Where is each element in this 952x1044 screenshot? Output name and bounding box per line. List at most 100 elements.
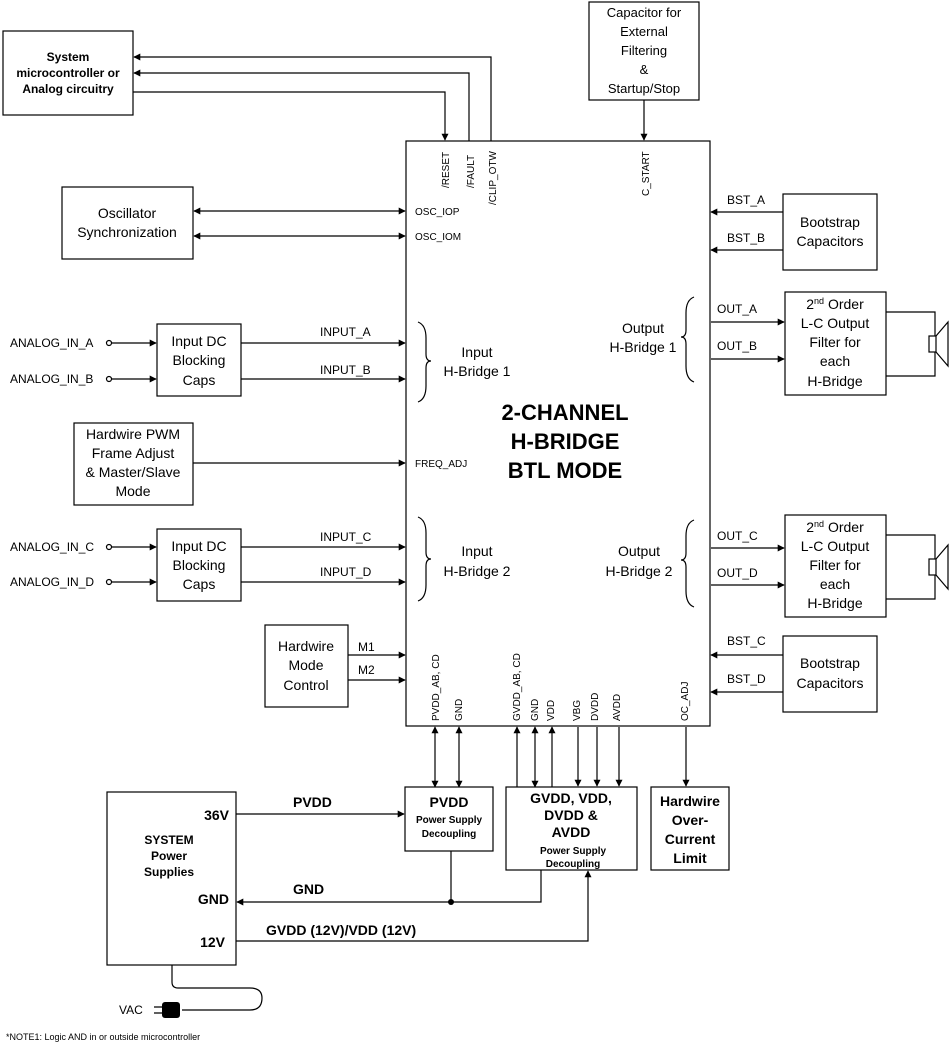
label-bst-c: BST_C — [727, 634, 766, 648]
lc-filter-top-line1: 2nd Order — [806, 296, 864, 312]
input-hb2-line1: Input — [461, 543, 492, 559]
oscillator-box — [61, 186, 194, 260]
hardwire-mode-line2: Mode — [288, 657, 323, 673]
terminal-analog-in-b — [105, 375, 113, 383]
label-analog-in-a: ANALOG_IN_A — [10, 336, 93, 350]
gvdd-decoupling-sub1: Power Supply — [540, 846, 607, 857]
brace-input-hb2 — [417, 516, 432, 602]
system-mcu-line2: microcontroller or — [16, 66, 120, 80]
bootstrap-top-box — [782, 193, 878, 271]
hardwire-pwm-line3: & Master/Slave — [86, 464, 181, 480]
pin-gvdd-ab-cd: GVDD_AB, CD — [512, 653, 523, 721]
input-hb2-line2: H-Bridge 2 — [444, 563, 511, 579]
capacitor-line4: & — [640, 62, 649, 77]
main-chip-title-2: H-BRIDGE — [511, 429, 620, 454]
brace-input-hb1 — [417, 321, 432, 403]
input-dc-bottom-line3: Caps — [183, 576, 216, 592]
footnote: *NOTE1: Logic AND in or outside microcon… — [6, 1032, 200, 1042]
lc-filter-bottom-box — [784, 514, 887, 618]
label-input-d: INPUT_D — [320, 565, 372, 579]
hardwire-oc-box — [650, 786, 730, 871]
speaker-bottom-cone-icon — [935, 543, 949, 591]
capacitor-line3: Filtering — [621, 43, 667, 58]
pvdd-decoupling-box — [404, 786, 494, 852]
pin-freq-adj: FREQ_ADJ — [415, 459, 467, 470]
bootstrap-top-line1: Bootstrap — [800, 214, 860, 230]
system-power-box — [106, 791, 237, 966]
capacitor-line5: Startup/Stop — [608, 81, 680, 96]
hardwire-oc-line2: Over- — [672, 812, 709, 828]
system-power-line3: Supplies — [144, 865, 194, 879]
label-bst-d: BST_D — [727, 672, 766, 686]
capacitor-line1: Capacitor for — [607, 5, 682, 20]
pin-clip-otw: /CLIP_OTW — [488, 151, 499, 205]
hardwire-oc-line3: Current — [665, 831, 716, 847]
wire-fault — [133, 69, 470, 141]
main-chip-title-1: 2-CHANNEL — [501, 400, 628, 425]
system-mcu-line3: Analog circuitry — [22, 82, 114, 96]
label-gnd-out: GND — [198, 891, 229, 907]
label-vac: VAC — [119, 1003, 143, 1017]
vac-cord — [171, 965, 263, 1011]
brace-output-hb1 — [680, 296, 695, 383]
label-bst-a: BST_A — [727, 193, 765, 207]
plug-prongs-icon — [154, 1006, 162, 1014]
system-mcu-line1: System — [47, 50, 90, 64]
pin-reset: /RESET — [441, 152, 452, 188]
pin-vbg: VBG — [572, 700, 583, 721]
input-hb1-line1: Input — [461, 344, 492, 360]
lc-filter-top-line5: H-Bridge — [807, 373, 862, 389]
terminal-analog-in-c — [105, 543, 113, 551]
bootstrap-bottom-box — [782, 635, 878, 713]
label-m2: M2 — [358, 663, 375, 677]
input-dc-top-line1: Input DC — [171, 333, 226, 349]
label-input-b: INPUT_B — [320, 363, 371, 377]
main-chip-box — [405, 140, 711, 727]
brace-output-hb2 — [680, 519, 695, 608]
input-dc-top-box — [156, 323, 242, 397]
label-36v: 36V — [204, 807, 230, 823]
capacitor-line2: External — [620, 24, 668, 39]
lc-filter-top-line2: L-C Output — [801, 315, 870, 331]
hardwire-oc-line4: Limit — [673, 850, 707, 866]
hardwire-pwm-box — [73, 422, 194, 506]
label-out-d: OUT_D — [717, 566, 758, 580]
output-hb1-line1: Output — [622, 320, 664, 336]
output-hb2-line1: Output — [618, 543, 660, 559]
lc-filter-bottom-line5: H-Bridge — [807, 595, 862, 611]
pvdd-decoupling-sub2: Decoupling — [422, 829, 476, 840]
pin-oc-adj: OC_ADJ — [680, 682, 691, 721]
pin-avdd: AVDD — [612, 694, 623, 721]
output-hb1-line2: H-Bridge 1 — [610, 339, 677, 355]
speaker-bottom-body — [928, 558, 937, 576]
terminal-analog-in-a — [105, 339, 113, 347]
speaker-wire-top — [886, 311, 936, 377]
input-hb1-line2: H-Bridge 1 — [444, 363, 511, 379]
output-hb2-line2: H-Bridge 2 — [606, 563, 673, 579]
gvdd-decoupling-sub2: Decoupling — [546, 859, 600, 870]
system-mcu-box — [2, 30, 134, 116]
lc-filter-top-line3: Filter for — [809, 334, 861, 350]
hardwire-mode-line1: Hardwire — [278, 638, 334, 654]
wire-clip-otw — [133, 53, 492, 141]
label-input-c: INPUT_C — [320, 530, 372, 544]
wire-gnd-return — [236, 870, 542, 906]
gvdd-decoupling-title3: AVDD — [552, 824, 591, 840]
pin-vdd: VDD — [546, 700, 557, 721]
label-gnd: GND — [293, 881, 324, 897]
pin-osc-iom: OSC_IOM — [415, 232, 461, 243]
label-analog-in-b: ANALOG_IN_B — [10, 372, 93, 386]
label-bst-b: BST_B — [727, 231, 765, 245]
hardwire-pwm-line4: Mode — [115, 483, 150, 499]
pvdd-decoupling-sub1: Power Supply — [416, 815, 483, 826]
label-analog-in-d: ANALOG_IN_D — [10, 575, 94, 589]
system-power-line1: SYSTEM — [144, 833, 193, 847]
lc-filter-top-box — [784, 291, 887, 396]
pin-pvdd-ab-cd: PVDD_AB, CD — [431, 654, 442, 721]
label-input-a: INPUT_A — [320, 325, 371, 339]
label-gvdd-vdd: GVDD (12V)/VDD (12V) — [266, 922, 416, 938]
capacitor-box — [588, 1, 700, 101]
input-dc-bottom-line2: Blocking — [173, 557, 226, 573]
bootstrap-bottom-line2: Capacitors — [797, 675, 864, 691]
speaker-wire-bottom — [886, 534, 936, 600]
